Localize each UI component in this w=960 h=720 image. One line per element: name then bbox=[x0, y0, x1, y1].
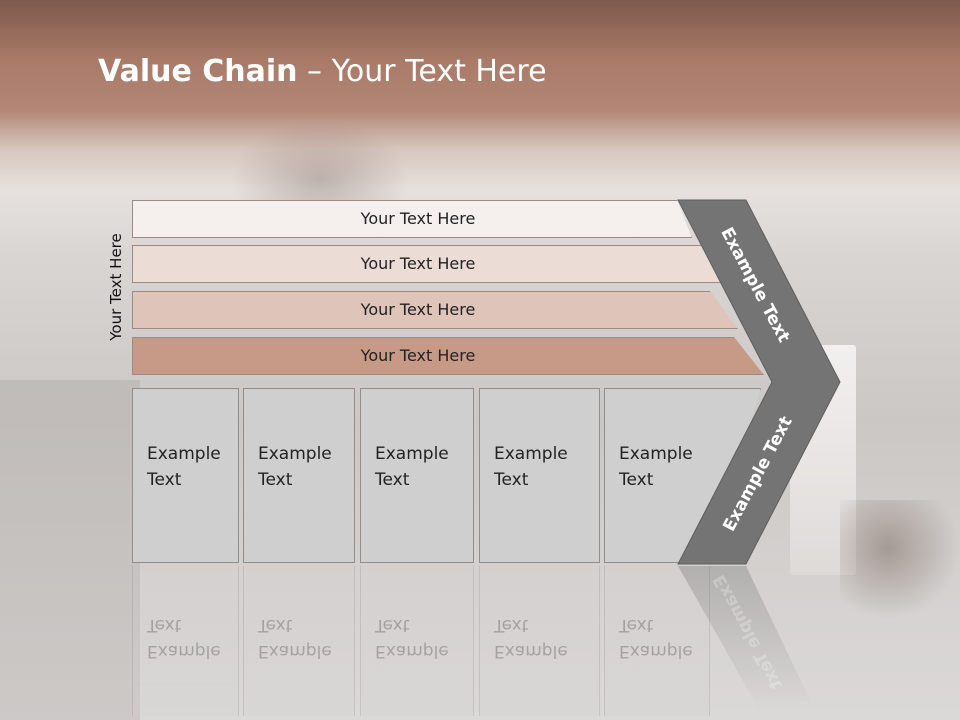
box-line-1: Example bbox=[619, 444, 693, 464]
chevron-shape[interactable] bbox=[677, 199, 841, 565]
title-bold: Value Chain bbox=[98, 54, 298, 89]
box-line-2: Text bbox=[494, 470, 529, 490]
box-line-1: Example bbox=[494, 444, 568, 464]
row-bar-label: Your Text Here bbox=[360, 300, 476, 319]
row-bar-3[interactable]: Your Text Here bbox=[132, 291, 738, 329]
box-line-2: Text bbox=[375, 470, 410, 490]
background-photo-hands bbox=[840, 500, 960, 620]
box-line-2: Text bbox=[258, 470, 293, 490]
box-line-1: Example bbox=[258, 444, 332, 464]
box-line-2: Text bbox=[619, 470, 654, 490]
row-bar-2[interactable]: Your Text Here bbox=[132, 245, 738, 283]
box-line-1: Example bbox=[147, 444, 221, 464]
row-bar-4[interactable]: Your Text Here bbox=[132, 337, 764, 375]
row-bar-label: Your Text Here bbox=[360, 346, 476, 365]
row-bar-1[interactable]: Your Text Here bbox=[132, 200, 692, 238]
slide-title: Value Chain – Your Text Here bbox=[98, 54, 547, 89]
background-photo-laptop-left bbox=[0, 380, 140, 720]
box-line-1: Example bbox=[375, 444, 449, 464]
row-bar-label: Your Text Here bbox=[360, 254, 476, 273]
row-bar-label: Your Text Here bbox=[360, 209, 476, 228]
title-rest: – Your Text Here bbox=[297, 54, 547, 89]
chevron-reflection bbox=[678, 566, 810, 712]
box-line-2: Text bbox=[147, 470, 182, 490]
